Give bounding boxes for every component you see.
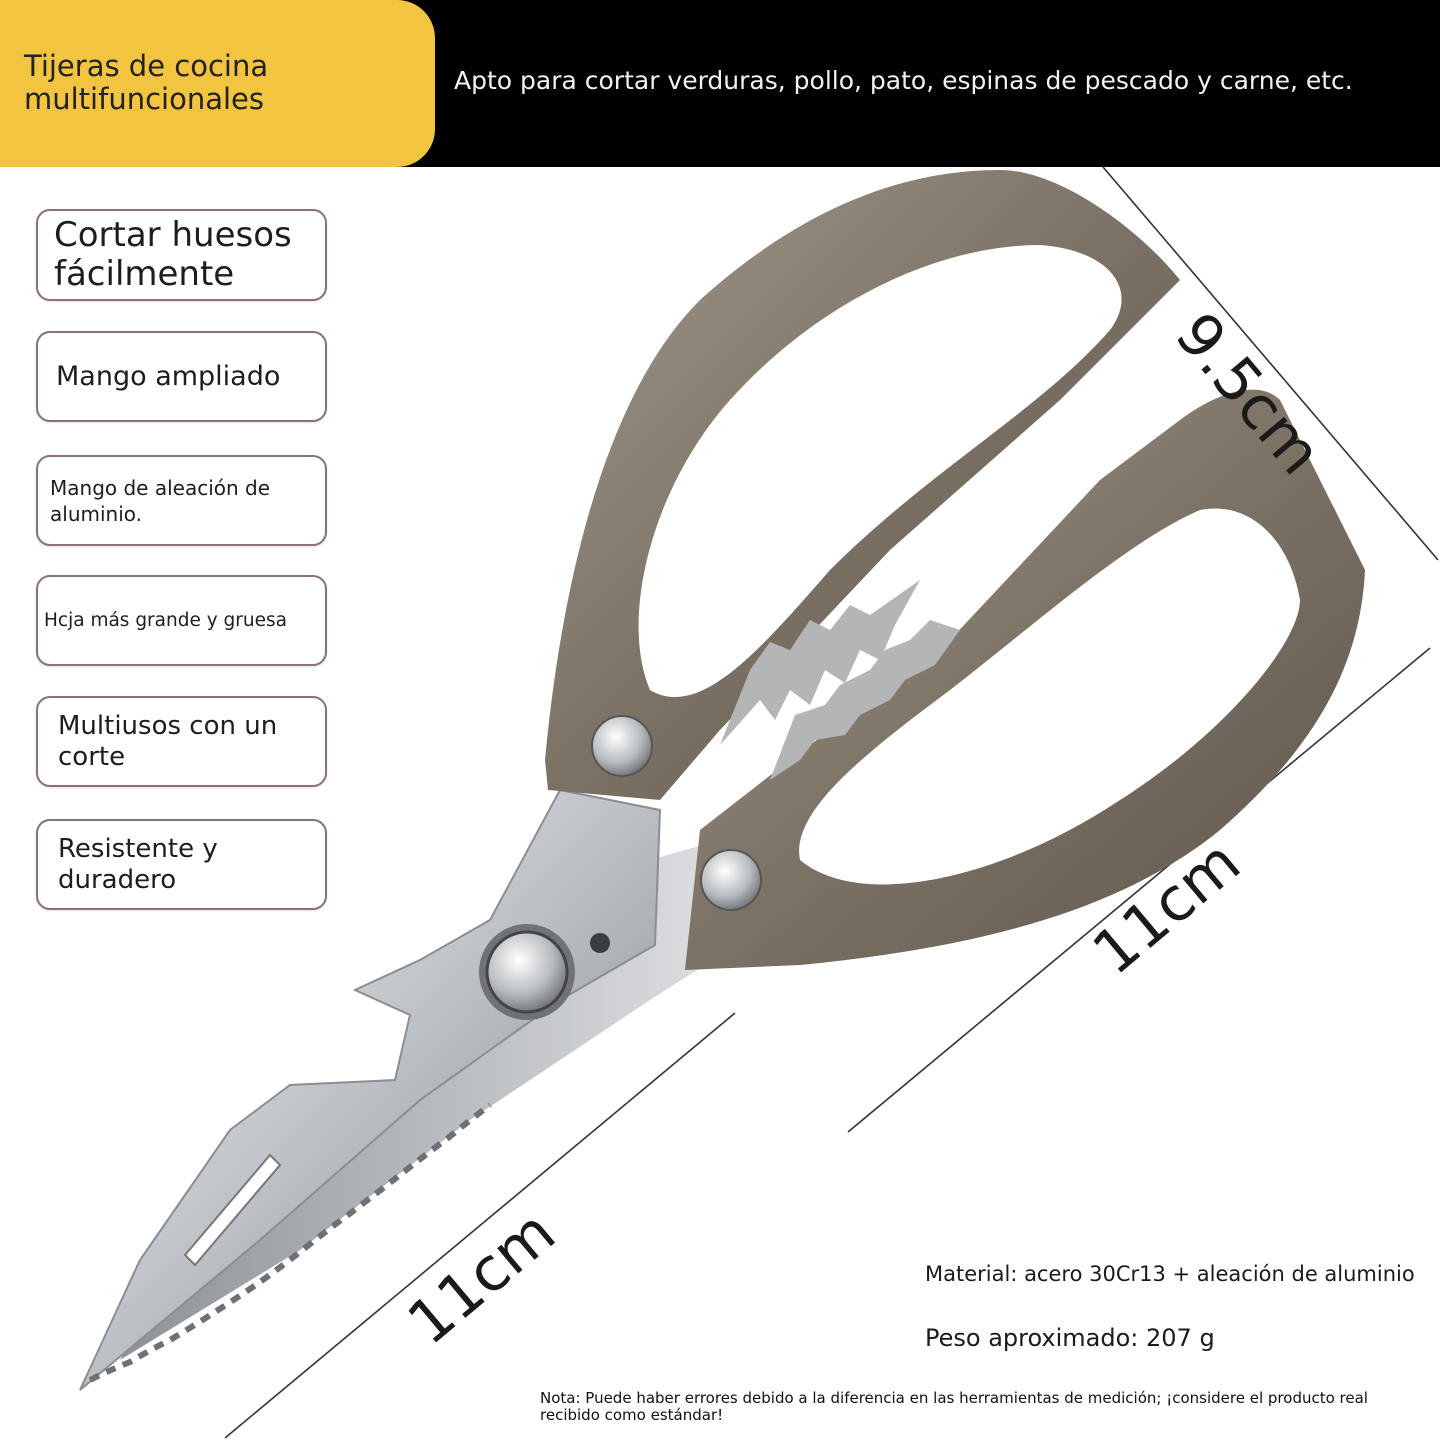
title-tab: Tijeras de cocina multifuncionales	[0, 0, 435, 167]
feature-text: Multiusos con un	[58, 710, 278, 741]
product-title-line2: multifuncionales	[24, 82, 264, 116]
pivot-hole	[590, 933, 610, 953]
dim-line-handle-width	[1102, 166, 1439, 561]
product-subtitle: Apto para cortar verduras, pollo, pato, …	[454, 66, 1353, 95]
feature-text: Resistente y	[58, 833, 218, 864]
feature-text: Mango ampliado	[56, 361, 281, 392]
spec-weight: Peso aproximado: 207 g	[925, 1324, 1215, 1352]
lower-handle	[685, 389, 1365, 970]
feature-box-enlarged-handle: Mango ampliado	[36, 331, 327, 422]
feature-box-multipurpose: Multiusos con un corte	[36, 696, 327, 787]
blade-serrations	[88, 1102, 492, 1383]
spec-material: Material: acero 30Cr13 + aleación de alu…	[925, 1262, 1415, 1286]
handle-rivet-lower	[700, 849, 762, 911]
dimension-lines	[224, 166, 1439, 1439]
dim-line-handle-length	[847, 647, 1431, 1133]
feature-box-thicker-blade: Hcja más grande y gruesa	[36, 575, 327, 666]
feature-text: Mango de aleación de	[50, 476, 271, 500]
dim-line-blade-length	[224, 1012, 736, 1439]
handle-rivet-upper	[591, 715, 653, 777]
product-title-line1: Tijeras de cocina	[24, 49, 269, 83]
feature-text: Cortar huesos	[54, 215, 292, 255]
feature-text: Hcja más grande y gruesa	[44, 610, 287, 631]
upper-handle-teeth	[720, 580, 920, 745]
blade-slot	[183, 1153, 282, 1267]
feature-text: fácilmente	[54, 254, 235, 294]
pivot-rivet	[485, 930, 569, 1014]
feature-box-aluminum-handle: Mango de aleación de aluminio.	[36, 455, 327, 546]
feature-text: corte	[58, 741, 126, 772]
disclaimer-note: Nota: Puede haber errores debido a la di…	[540, 1389, 1368, 1424]
feature-text: duradero	[58, 864, 177, 895]
lower-handle-teeth	[770, 620, 960, 780]
upper-handle	[545, 170, 1180, 800]
feature-text: aluminio.	[50, 502, 143, 526]
feature-box-cut-bones: Cortar huesos fácilmente	[36, 209, 327, 301]
feature-box-durable: Resistente y duradero	[36, 819, 327, 910]
